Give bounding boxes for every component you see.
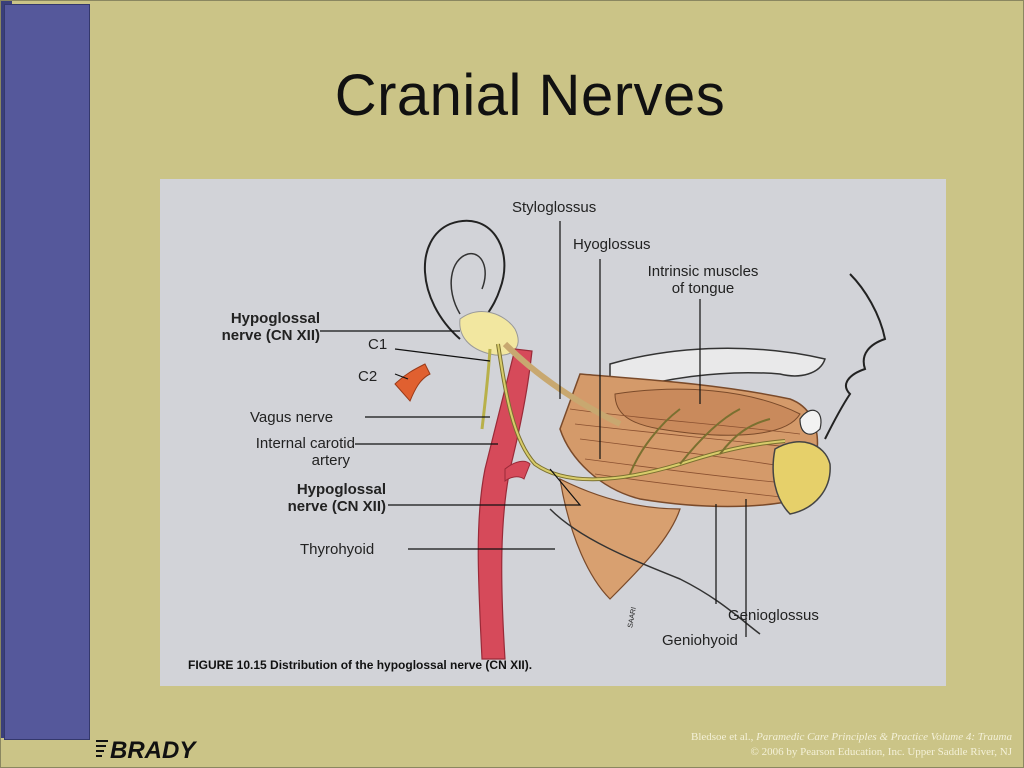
styloid-process [502, 341, 622, 427]
nerve-branch-3 [719, 418, 771, 455]
face-profile [824, 273, 887, 440]
label-hypoglossal-bottom-1: Hypoglossal [296, 481, 386, 498]
vagus-nerve-path [480, 348, 492, 430]
label-c1: C1 [368, 336, 388, 353]
brady-logo-text: BRADY [110, 737, 197, 762]
label-genioglossus: Genioglossus [728, 607, 819, 624]
slide-title: Cranial Nerves [334, 63, 726, 128]
label-hypoglossal-top-2: nerve (CN XII) [221, 327, 320, 344]
c2-vertebra [394, 363, 431, 402]
label-hypoglossal-bottom-2: nerve (CN XII) [287, 498, 386, 515]
leader-lines [320, 221, 747, 637]
label-styloglossus: Styloglossus [512, 199, 597, 216]
mandible [772, 441, 831, 515]
footer-copyright: © 2006 by Pearson Education, Inc. Upper … [750, 746, 1012, 758]
carotid-branch [504, 460, 531, 483]
figure-panel: Styloglossus Hyoglossus Intrinsic muscle… [160, 179, 946, 686]
artist-signature: SAARI [627, 606, 638, 629]
figure-caption: FIGURE 10.15 Distribution of the hypoglo… [188, 658, 532, 672]
figure-caption-number: FIGURE 10.15 [188, 658, 267, 672]
figure-caption-text: Distribution of the hypoglossal nerve (C… [270, 658, 533, 672]
nerve-branch-1 [629, 408, 681, 475]
label-hyoglossus: Hyoglossus [573, 236, 651, 253]
ear-outline [423, 219, 506, 340]
teeth [799, 409, 822, 435]
neck-muscles [559, 477, 681, 600]
left-accent-bar [4, 4, 90, 740]
label-intrinsic-muscles-1: Intrinsic muscles [647, 263, 759, 280]
jaw-outline [549, 508, 761, 635]
label-hypoglossal-top-1: Hypoglossal [230, 310, 320, 327]
footer-citation: Bledsoe et al., Paramedic Care Principle… [691, 731, 1012, 743]
brady-logo: BRADY [96, 737, 197, 762]
label-vagus-nerve: Vagus nerve [250, 409, 334, 426]
label-geniohyoid: Geniohyoid [662, 632, 738, 649]
label-carotid-2: artery [311, 452, 350, 469]
ear-inner [450, 253, 486, 315]
footer-citation-authors: Bledsoe et al., [691, 731, 757, 743]
label-c2: C2 [358, 368, 378, 385]
nerve-branch-2 [679, 408, 741, 465]
palate-outline [609, 347, 826, 396]
hypoglossal-anatomy-illustration [320, 219, 887, 660]
label-intrinsic-muscles-2: of tongue [671, 280, 735, 297]
label-carotid-1: Internal carotid [255, 435, 355, 452]
label-thyrohyoid: Thyrohyoid [300, 541, 375, 558]
footer-citation-title: Paramedic Care Principles & Practice Vol… [756, 731, 1012, 743]
